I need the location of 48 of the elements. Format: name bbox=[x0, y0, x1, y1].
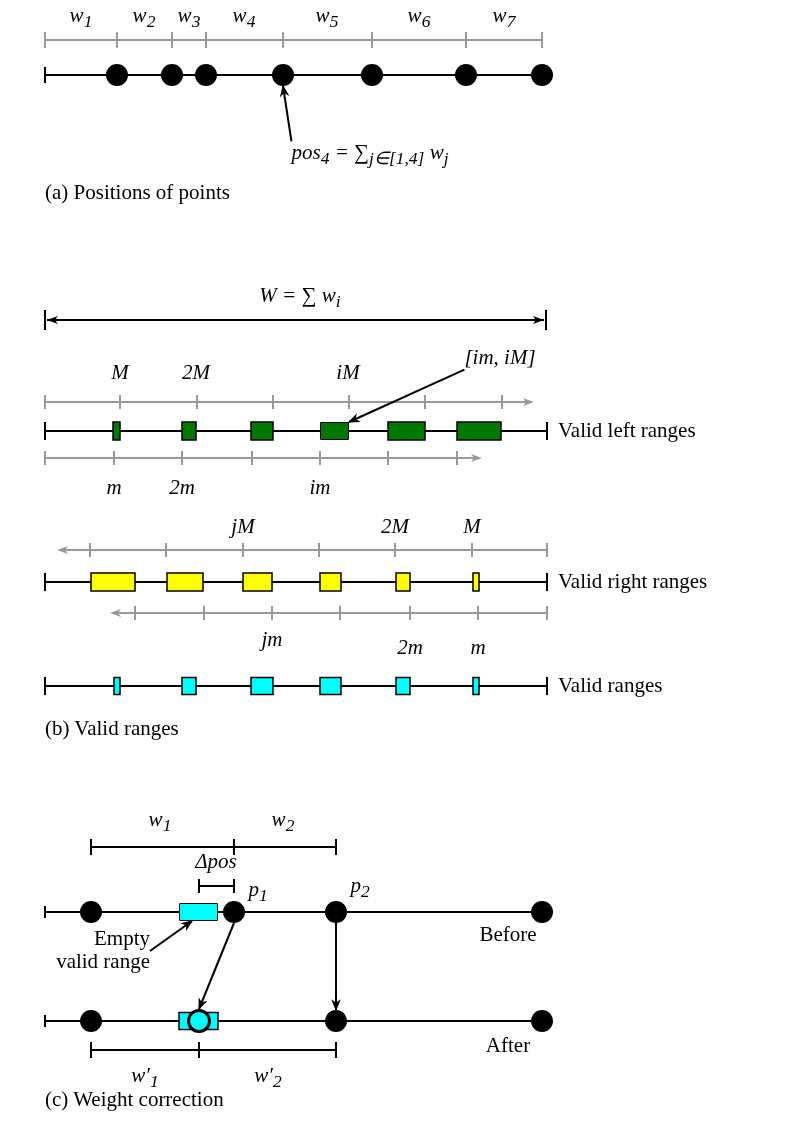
point-label: p$_{1}$ bbox=[248, 878, 268, 906]
arrow bbox=[347, 368, 466, 423]
weight-label: w$_{7}$ bbox=[492, 4, 516, 32]
arrow bbox=[149, 920, 193, 952]
weight-label: w$_{3}$ bbox=[177, 4, 201, 32]
point-marker bbox=[272, 64, 294, 86]
point-marker bbox=[325, 901, 347, 923]
weight-label: w$_{1}$ bbox=[69, 4, 93, 32]
subfigure-caption: (a) Positions of points bbox=[45, 181, 230, 205]
row-label: Valid ranges bbox=[558, 674, 663, 698]
weight-label: w$_{2}$ bbox=[271, 808, 295, 836]
weight-label: w$_{5}$ bbox=[315, 4, 339, 32]
dimension-label: W = ∑ w$_{i}$ bbox=[259, 284, 341, 312]
point-marker bbox=[325, 1010, 347, 1032]
tick-label: jm bbox=[261, 628, 283, 652]
tick-label: M bbox=[111, 361, 129, 385]
tick-label: iM bbox=[336, 361, 360, 385]
tick-label: im bbox=[309, 476, 331, 500]
tick-label: M bbox=[463, 515, 481, 539]
point-marker bbox=[187, 1009, 211, 1033]
range-box bbox=[320, 422, 349, 440]
arrow bbox=[198, 922, 235, 1011]
point-marker bbox=[223, 901, 245, 923]
annotation-label: Empty valid range bbox=[56, 927, 150, 974]
formula-label: pos$_{4}$ = ∑$_{j∈[1,4]}$ w$_{j}$ bbox=[291, 141, 449, 169]
subfigure-caption: (b) Valid ranges bbox=[45, 717, 179, 741]
weight-label: w$_{4}$ bbox=[232, 4, 256, 32]
dimension-label: Δpos bbox=[195, 850, 237, 874]
point-label: p$_{2}$ bbox=[350, 874, 370, 902]
range-box bbox=[179, 903, 218, 921]
tick-label: m bbox=[470, 636, 486, 660]
arrow bbox=[279, 84, 293, 143]
range-label: [im, iM] bbox=[464, 346, 536, 370]
tick-label: 2M bbox=[182, 361, 210, 385]
row-label: After bbox=[485, 1034, 531, 1058]
tick-label: jM bbox=[231, 515, 255, 539]
tick-label: 2m bbox=[169, 476, 195, 500]
tick-label: 2m bbox=[397, 636, 423, 660]
arrow bbox=[331, 922, 341, 1012]
tick-label: m bbox=[106, 476, 122, 500]
row-label: Valid right ranges bbox=[558, 570, 708, 594]
weight-label: w$_{1}$ bbox=[148, 808, 172, 836]
weight-label: w$_{2}$ bbox=[132, 4, 156, 32]
tick-label: 2M bbox=[381, 515, 409, 539]
row-label: Before bbox=[479, 923, 537, 947]
weight-label: w′$_{2}$ bbox=[254, 1064, 282, 1092]
row-label: Valid left ranges bbox=[558, 419, 696, 443]
weight-label: w$_{6}$ bbox=[407, 4, 431, 32]
